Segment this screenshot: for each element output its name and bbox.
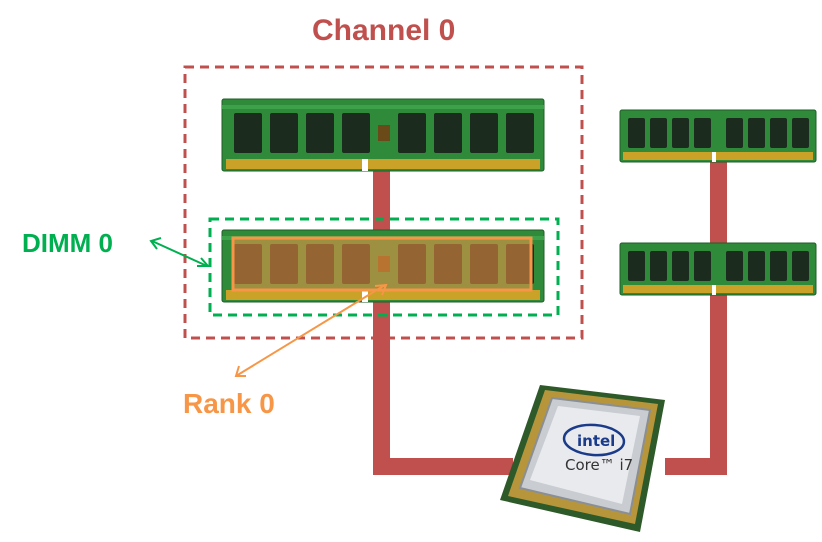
cpu-chip-icon: intel Core™ i7 [500,385,665,532]
ram-module-icon [619,242,817,296]
cpu-model: Core™ i7 [565,456,633,474]
channel-0-boundary [183,65,584,340]
channel-0-bus [373,170,513,475]
ram-module-icon [221,98,545,172]
channel-1-bus [665,150,727,475]
cpu-brand: intel [577,432,615,450]
rank-arrow [234,283,388,377]
rank-label: Rank 0 [183,388,275,419]
ram-module-icon [619,109,817,163]
dimm-arrow [149,237,211,267]
channel-label: Channel 0 [312,14,456,47]
rank-0-highlight [231,236,533,292]
dimm-label: DIMM 0 [22,228,113,258]
